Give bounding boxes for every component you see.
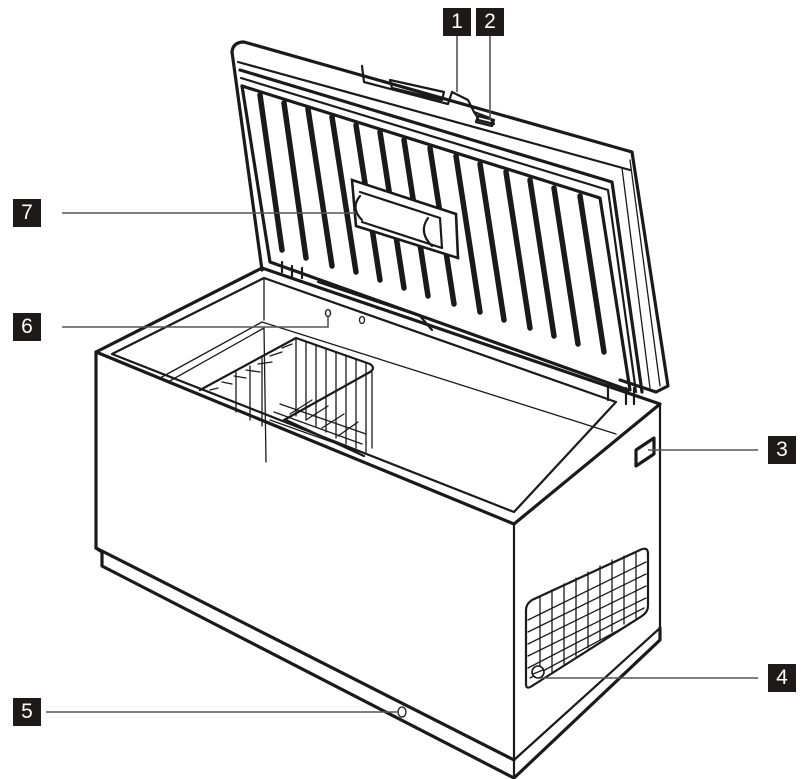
- inner-lid-handle: [350, 178, 460, 260]
- freezer-cabinet: [94, 266, 662, 779]
- callout-badge-4: 4: [768, 664, 796, 692]
- callout-badge-5: 5: [13, 698, 41, 726]
- callout-badge-7: 7: [13, 199, 41, 227]
- callout-badge-2: 2: [476, 8, 504, 36]
- leader-lines: [46, 36, 758, 713]
- ventilation-grille: [524, 547, 650, 689]
- callout-badge-1: 1: [443, 8, 471, 36]
- callout-badge-3: 3: [768, 436, 796, 464]
- callout-badge-6: 6: [13, 313, 41, 341]
- freezer-lid: [230, 40, 670, 406]
- wire-basket: [198, 336, 375, 458]
